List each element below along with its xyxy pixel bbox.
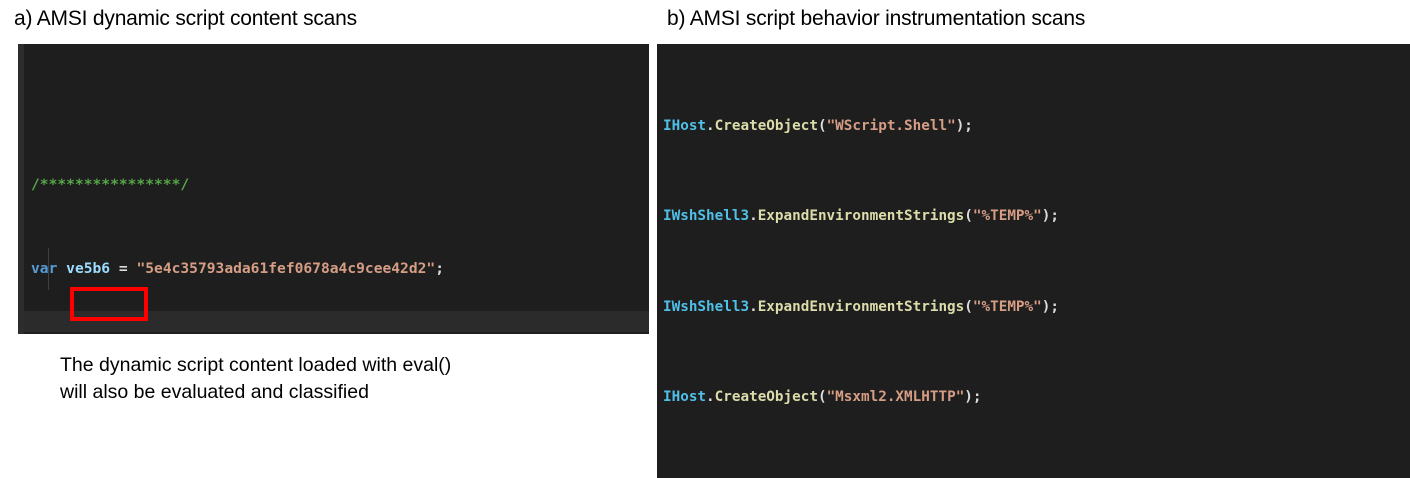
- eval-highlight-box: [70, 287, 148, 321]
- paren-open: (: [817, 388, 827, 405]
- method-name: ExpandEnvironmentStrings: [757, 208, 965, 225]
- paren-close-semicolon: );: [1041, 208, 1059, 225]
- method-name: CreateObject: [714, 117, 818, 134]
- interface-name: IWshShell3: [663, 298, 750, 315]
- string-arg: "%TEMP%": [972, 298, 1042, 315]
- panel-a-caption-line1: The dynamic script content loaded with e…: [60, 354, 452, 376]
- identifier-ve5b6: ve5b6: [66, 260, 111, 277]
- string-quote-open: ": [136, 260, 146, 277]
- temp-env-literal: %TEMP%: [981, 298, 1034, 315]
- paren-open: (: [964, 208, 973, 225]
- method-name: ExpandEnvironmentStrings: [757, 298, 965, 315]
- dot: .: [749, 208, 758, 225]
- comment-token: /****************/: [31, 176, 190, 193]
- string-arg: "%TEMP%": [972, 208, 1042, 225]
- string-quote-close: ": [426, 260, 436, 277]
- semicolon: ;: [435, 260, 445, 277]
- string-arg: "WScript.Shell": [826, 117, 956, 134]
- code-line-comment-1: /****************/: [24, 174, 649, 195]
- paren-close-semicolon: );: [1041, 298, 1059, 315]
- interface-name: IHost: [663, 117, 707, 134]
- interface-name: IWshShell3: [663, 208, 750, 225]
- paren-close-semicolon: );: [955, 117, 973, 134]
- behavior-line-1: IHost.CreateObject("WScript.Shell");: [657, 115, 1410, 138]
- method-name: CreateObject: [714, 388, 818, 405]
- code-line-var-ve5b6: var ve5b6 = "5e4c35793ada61fef0678a4c9ce…: [24, 258, 649, 279]
- dot: .: [706, 388, 715, 405]
- string-arg: "Msxml2.XMLHTTP": [826, 388, 965, 405]
- dot: .: [749, 298, 758, 315]
- assign-operator: =: [110, 260, 137, 277]
- space: [57, 260, 66, 277]
- panel-a-caption-line2: will also be evaluated and classified: [60, 381, 369, 403]
- hex-key-literal: 5e4c35793ada61fef0678a4c9cee42d2: [145, 260, 427, 277]
- paren-open: (: [964, 298, 973, 315]
- dot: .: [706, 117, 715, 134]
- panel-a-title: a) AMSI dynamic script content scans: [14, 7, 357, 30]
- panel-a-caption: The dynamic script content loaded with e…: [60, 352, 620, 406]
- behavior-line-3: IWshShell3.ExpandEnvironmentStrings("%TE…: [657, 296, 1410, 319]
- temp-env-literal: %TEMP%: [981, 208, 1034, 225]
- behavior-line-2: IWshShell3.ExpandEnvironmentStrings("%TE…: [657, 205, 1410, 228]
- panel-b-title: b) AMSI script behavior instrumentation …: [667, 7, 1086, 30]
- paren-close-semicolon: );: [964, 388, 982, 405]
- var-keyword: var: [31, 260, 58, 277]
- interface-name: IHost: [663, 388, 707, 405]
- behavior-line-4: IHost.CreateObject("Msxml2.XMLHTTP");: [657, 386, 1410, 409]
- msxml2-literal: Msxml2.XMLHTTP: [835, 388, 956, 405]
- dynamic-script-content-console[interactable]: /****************/ var ve5b6 = "5e4c3579…: [18, 44, 649, 334]
- paren-open: (: [817, 117, 827, 134]
- wscript-shell-literal: WScript.Shell: [835, 117, 948, 134]
- indent-guide: [48, 248, 49, 290]
- script-behavior-instrumentation-console[interactable]: IHost.CreateObject("WScript.Shell"); IWs…: [657, 44, 1410, 478]
- selected-line-band: [24, 311, 649, 332]
